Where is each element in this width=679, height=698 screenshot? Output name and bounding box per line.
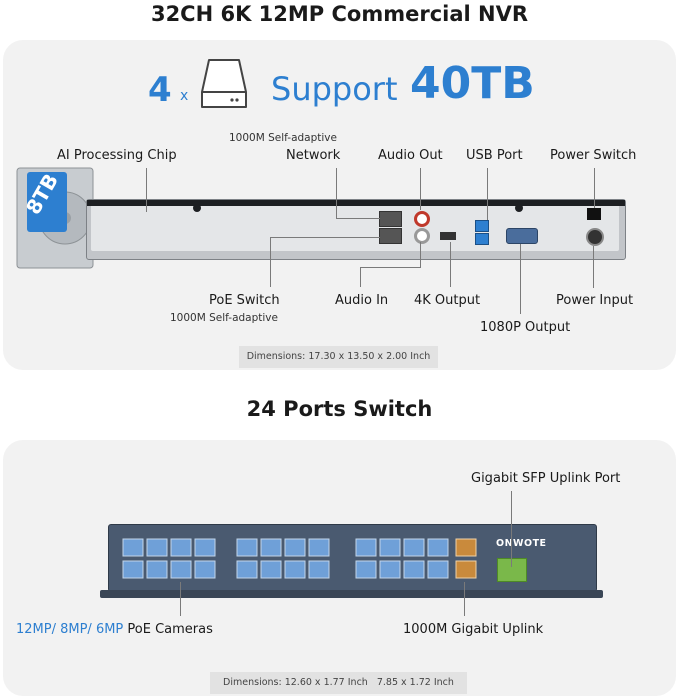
cameras-label-highlight: 12MP/ 8MP/ 6MP	[16, 622, 124, 637]
power-input-label: Power Input	[556, 293, 634, 308]
sfp-label: Gigabit SFP Uplink Port	[471, 471, 621, 486]
ai-chip-label: AI Processing Chip	[57, 148, 177, 163]
usb-port-1	[475, 220, 489, 232]
uplink-ports	[454, 538, 480, 586]
usb-port-label: USB Port	[466, 148, 523, 163]
power-input-port	[586, 228, 604, 246]
audio-out-port	[414, 211, 430, 227]
uplink-label: 1000M Gigabit Uplink	[403, 622, 544, 637]
support-text: Support	[271, 70, 398, 108]
switch-title: 24 Ports Switch	[246, 397, 433, 421]
network-line-h	[336, 218, 380, 219]
audio-in-line-v	[360, 267, 361, 287]
cameras-line	[180, 582, 181, 616]
nvr-title: 32CH 6K 12MP Commercial NVR	[150, 2, 529, 26]
hdd-count: 4	[148, 70, 172, 110]
port-group-2	[236, 538, 336, 586]
audio-out-label: Audio Out	[378, 148, 443, 163]
nvr-device	[86, 199, 626, 260]
usb-port-line	[487, 168, 488, 220]
4k-output-line	[450, 242, 451, 287]
switch-device-base	[100, 590, 603, 598]
poe-switch-label: PoE Switch	[209, 293, 280, 308]
1080p-output-label: 1080P Output	[480, 320, 571, 335]
poe-line-v	[270, 237, 271, 287]
audio-in-port	[414, 228, 430, 244]
power-input-line	[593, 246, 594, 288]
nvr-dimensions: Dimensions: 17.30 x 13.50 x 2.00 Inch	[239, 346, 438, 368]
network-label: Network	[286, 148, 341, 163]
poe-switch-sublabel: 1000M Self-adaptive	[170, 312, 278, 324]
network-port	[379, 211, 402, 227]
vga-port	[506, 228, 538, 244]
hdd-multiplier: x	[180, 88, 189, 104]
port-group-1	[122, 538, 222, 586]
cameras-label-rest: PoE Cameras	[123, 622, 213, 637]
sfp-port	[497, 558, 527, 582]
1080p-output-line	[520, 244, 521, 314]
capacity-text: 40TB	[410, 58, 535, 109]
hard-drive-image	[15, 166, 95, 270]
hard-drive-icon	[200, 58, 248, 110]
power-switch-port	[587, 208, 601, 220]
usb-port-2	[475, 233, 489, 245]
network-line-v	[336, 168, 337, 218]
audio-in-label: Audio In	[335, 293, 389, 308]
poe-port	[379, 228, 402, 244]
power-switch-label: Power Switch	[550, 148, 637, 163]
ai-chip-line	[146, 168, 147, 212]
port-group-3	[355, 538, 455, 586]
4k-output-label: 4K Output	[414, 293, 481, 308]
audio-out-line	[420, 168, 421, 210]
switch-dimensions: Dimensions: 12.60 x 1.77 Inch 7.85 x 1.7…	[210, 672, 467, 694]
hdmi-port	[440, 232, 456, 240]
audio-in-line-h	[360, 267, 420, 268]
poe-line-h	[270, 237, 380, 238]
audio-in-line-v2	[420, 242, 421, 268]
switch-brand: ONWOTE	[496, 538, 547, 549]
network-sublabel: 1000M Self-adaptive	[229, 132, 337, 144]
sfp-line	[511, 491, 512, 567]
power-switch-line	[594, 168, 595, 208]
uplink-line	[464, 582, 465, 616]
cameras-label: 12MP/ 8MP/ 6MP PoE Cameras	[16, 622, 213, 637]
